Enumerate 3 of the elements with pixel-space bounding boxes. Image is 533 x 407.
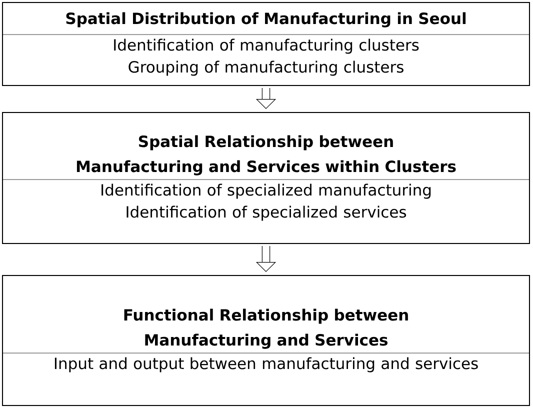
- step-box: Spatial Distribution of Manufacturing in Seoul Identification of manufacturing clusters Grouping of manufacturing clusters: [2, 2, 530, 86]
- step-box: Functional Relationship between Manufacturing and Services Input and output between manufacturing and services: [2, 275, 530, 406]
- step-box: Spatial Relationship between Manufacturing and Services within Clusters Identification of specialized manufacturing Identification of specialized services: [2, 112, 530, 244]
